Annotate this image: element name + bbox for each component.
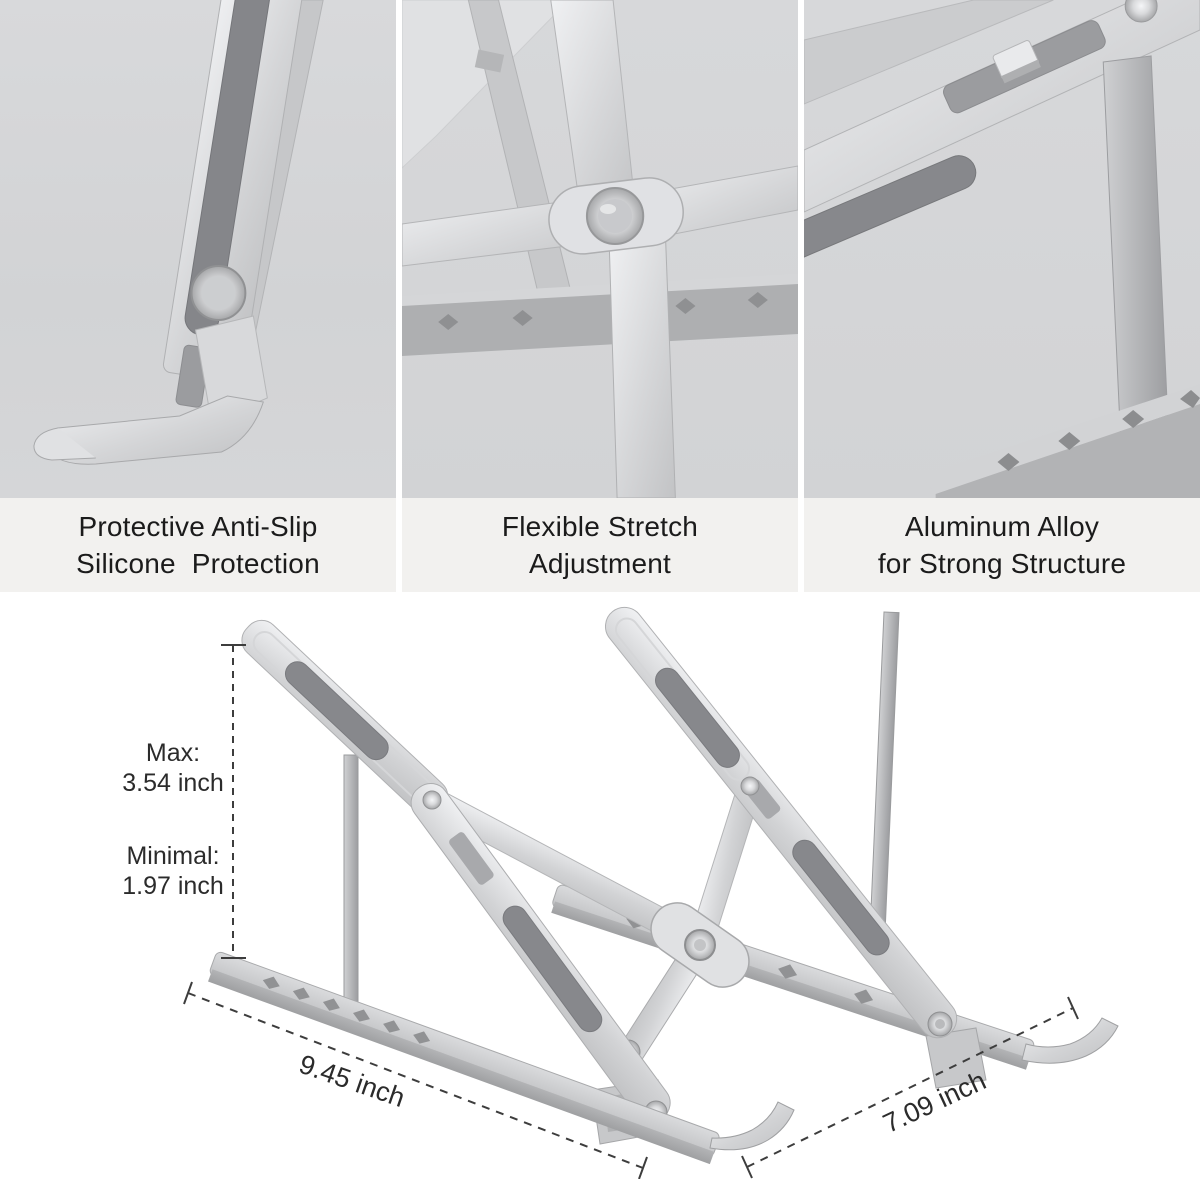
- caption-silicone-line1: Protective Anti-Slip: [78, 511, 318, 542]
- caption-alloy-line2: for Strong Structure: [877, 548, 1127, 579]
- length-dimension-line: [183, 981, 648, 1179]
- alloy-frame-photo-art: [804, 0, 1200, 498]
- caption-hinge-line1: Flexible Stretch: [501, 511, 699, 542]
- silicone-pad-photo: [0, 0, 396, 498]
- depth-dimension-line: [741, 996, 1079, 1179]
- caption-silicone: Protective Anti-Slip Silicone Protection: [0, 498, 396, 592]
- hinge-photo-art: [402, 0, 798, 498]
- stand-illustration: [183, 606, 1119, 1179]
- feature-column-silicone: Protective Anti-Slip Silicone Protection: [0, 0, 396, 592]
- caption-hinge: Flexible Stretch Adjustment: [402, 498, 798, 592]
- feature-photo-strip: Protective Anti-Slip Silicone Protection: [0, 0, 1200, 592]
- rear-support-leg: [869, 611, 900, 933]
- right-pivot-screw: [740, 776, 760, 796]
- caption-alloy: Aluminum Alloy for Strong Structure: [804, 498, 1200, 592]
- left-arm-lower: [410, 782, 671, 1123]
- height-max-value: 3.54 inch: [122, 769, 224, 797]
- caption-hinge-line2: Adjustment: [528, 548, 672, 579]
- alloy-frame-photo: [804, 0, 1200, 498]
- central-hinge-screw-center: [694, 939, 706, 951]
- front-support-leg: [343, 754, 359, 1014]
- height-min-value: 1.97 inch: [122, 872, 224, 900]
- hinge-photo: [402, 0, 798, 498]
- silicone-pad-photo-art: [0, 0, 396, 498]
- height-max-label: Max: 3.54 inch: [88, 738, 258, 798]
- height-min-label: Minimal: 1.97 inch: [88, 841, 258, 901]
- left-pivot-screw: [422, 790, 442, 810]
- height-max-caption: Max:: [145, 739, 201, 767]
- dimension-section: Max: 3.54 inch Minimal: 1.97 inch 9.45 i…: [0, 592, 1200, 1179]
- height-dimension-line: [221, 644, 246, 959]
- feature-column-hinge: Flexible Stretch Adjustment: [402, 0, 798, 592]
- caption-silicone-line2: Silicone Protection: [76, 548, 320, 579]
- front-rail-foot-lip: [709, 1101, 795, 1151]
- rear-rail-foot-lip: [1021, 1017, 1119, 1064]
- height-min-caption: Minimal:: [126, 842, 220, 870]
- feature-column-alloy: Aluminum Alloy for Strong Structure: [804, 0, 1200, 592]
- right-arm-end-screw-center: [935, 1019, 945, 1029]
- caption-alloy-line1: Aluminum Alloy: [904, 511, 1100, 542]
